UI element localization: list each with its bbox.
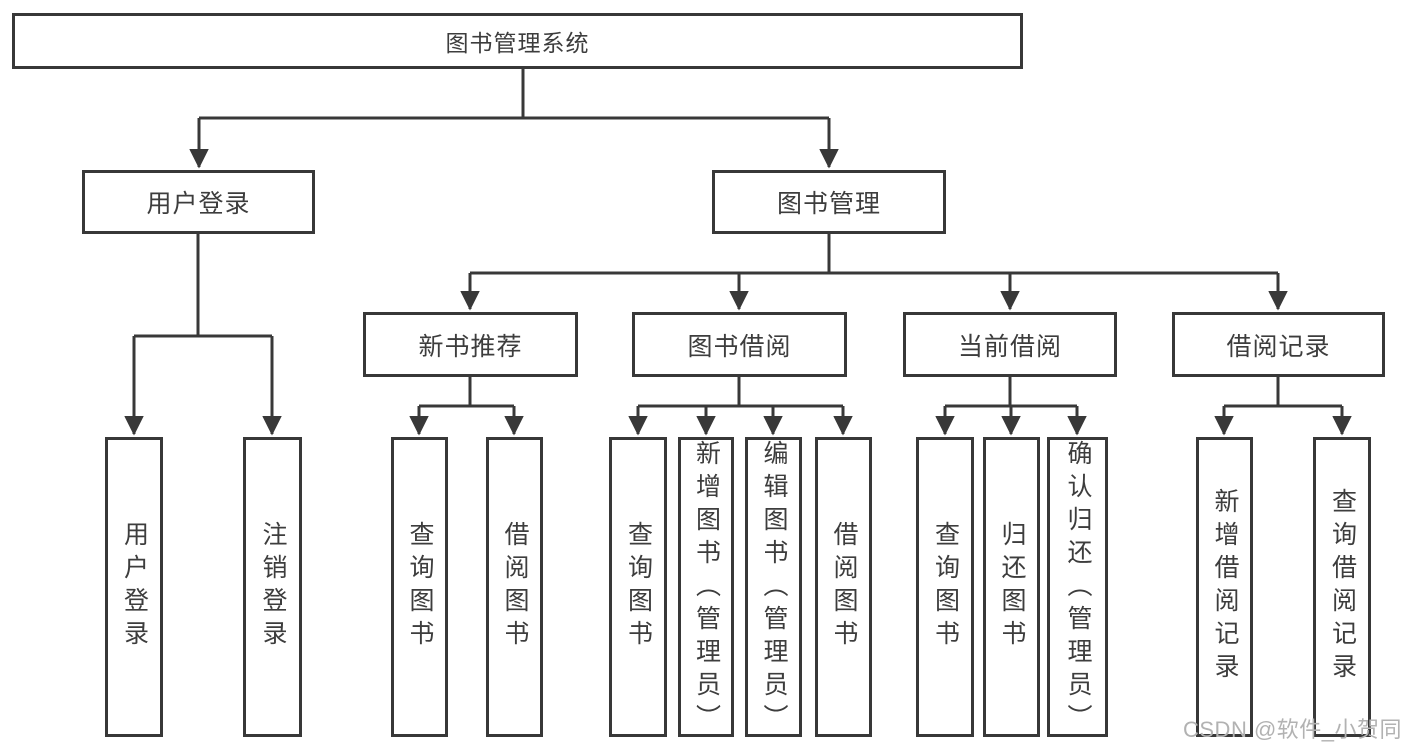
connector-book-management-to-level3: [460, 234, 1288, 311]
leaf-user-login: 用户登录: [105, 437, 163, 737]
leaf-add-borrow-record: 新增借阅记录: [1196, 437, 1253, 737]
connector-current-borrow-to-leaves: [935, 377, 1087, 436]
leaf-recommend-query-books: 查询图书: [391, 437, 448, 737]
node-new-book-recommend: 新书推荐: [363, 312, 578, 377]
connector-user-login-to-leaves: [124, 234, 282, 436]
leaf-edit-books-admin: 编辑图书（管理员）: [745, 437, 802, 737]
node-book-borrow: 图书借阅: [632, 312, 847, 377]
connector-new-book-recommend-to-leaves: [409, 377, 524, 436]
leaf-current-query-books: 查询图书: [916, 437, 974, 737]
csdn-watermark: CSDN @软件_小贺同学: [1183, 717, 1403, 742]
leaf-confirm-return-admin: 确认归还（管理员）: [1047, 437, 1108, 737]
node-root: 图书管理系统: [12, 13, 1023, 69]
connector-book-borrow-to-leaves: [628, 377, 853, 436]
leaf-add-books-admin: 新增图书（管理员）: [678, 437, 734, 737]
node-user-login: 用户登录: [82, 170, 315, 234]
connector-borrow-records-to-leaves: [1214, 377, 1352, 436]
leaf-logout: 注销登录: [243, 437, 302, 737]
leaf-borrow-query-books: 查询图书: [609, 437, 667, 737]
node-borrow-records: 借阅记录: [1172, 312, 1385, 377]
leaf-return-books: 归还图书: [983, 437, 1040, 737]
leaf-borrow-borrow-books: 借阅图书: [815, 437, 872, 737]
leaf-query-borrow-record: 查询借阅记录: [1313, 437, 1371, 737]
connector-root-to-level2: [189, 69, 839, 169]
node-current-borrow: 当前借阅: [903, 312, 1117, 377]
node-book-management: 图书管理: [712, 170, 946, 234]
leaf-recommend-borrow-books: 借阅图书: [486, 437, 543, 737]
